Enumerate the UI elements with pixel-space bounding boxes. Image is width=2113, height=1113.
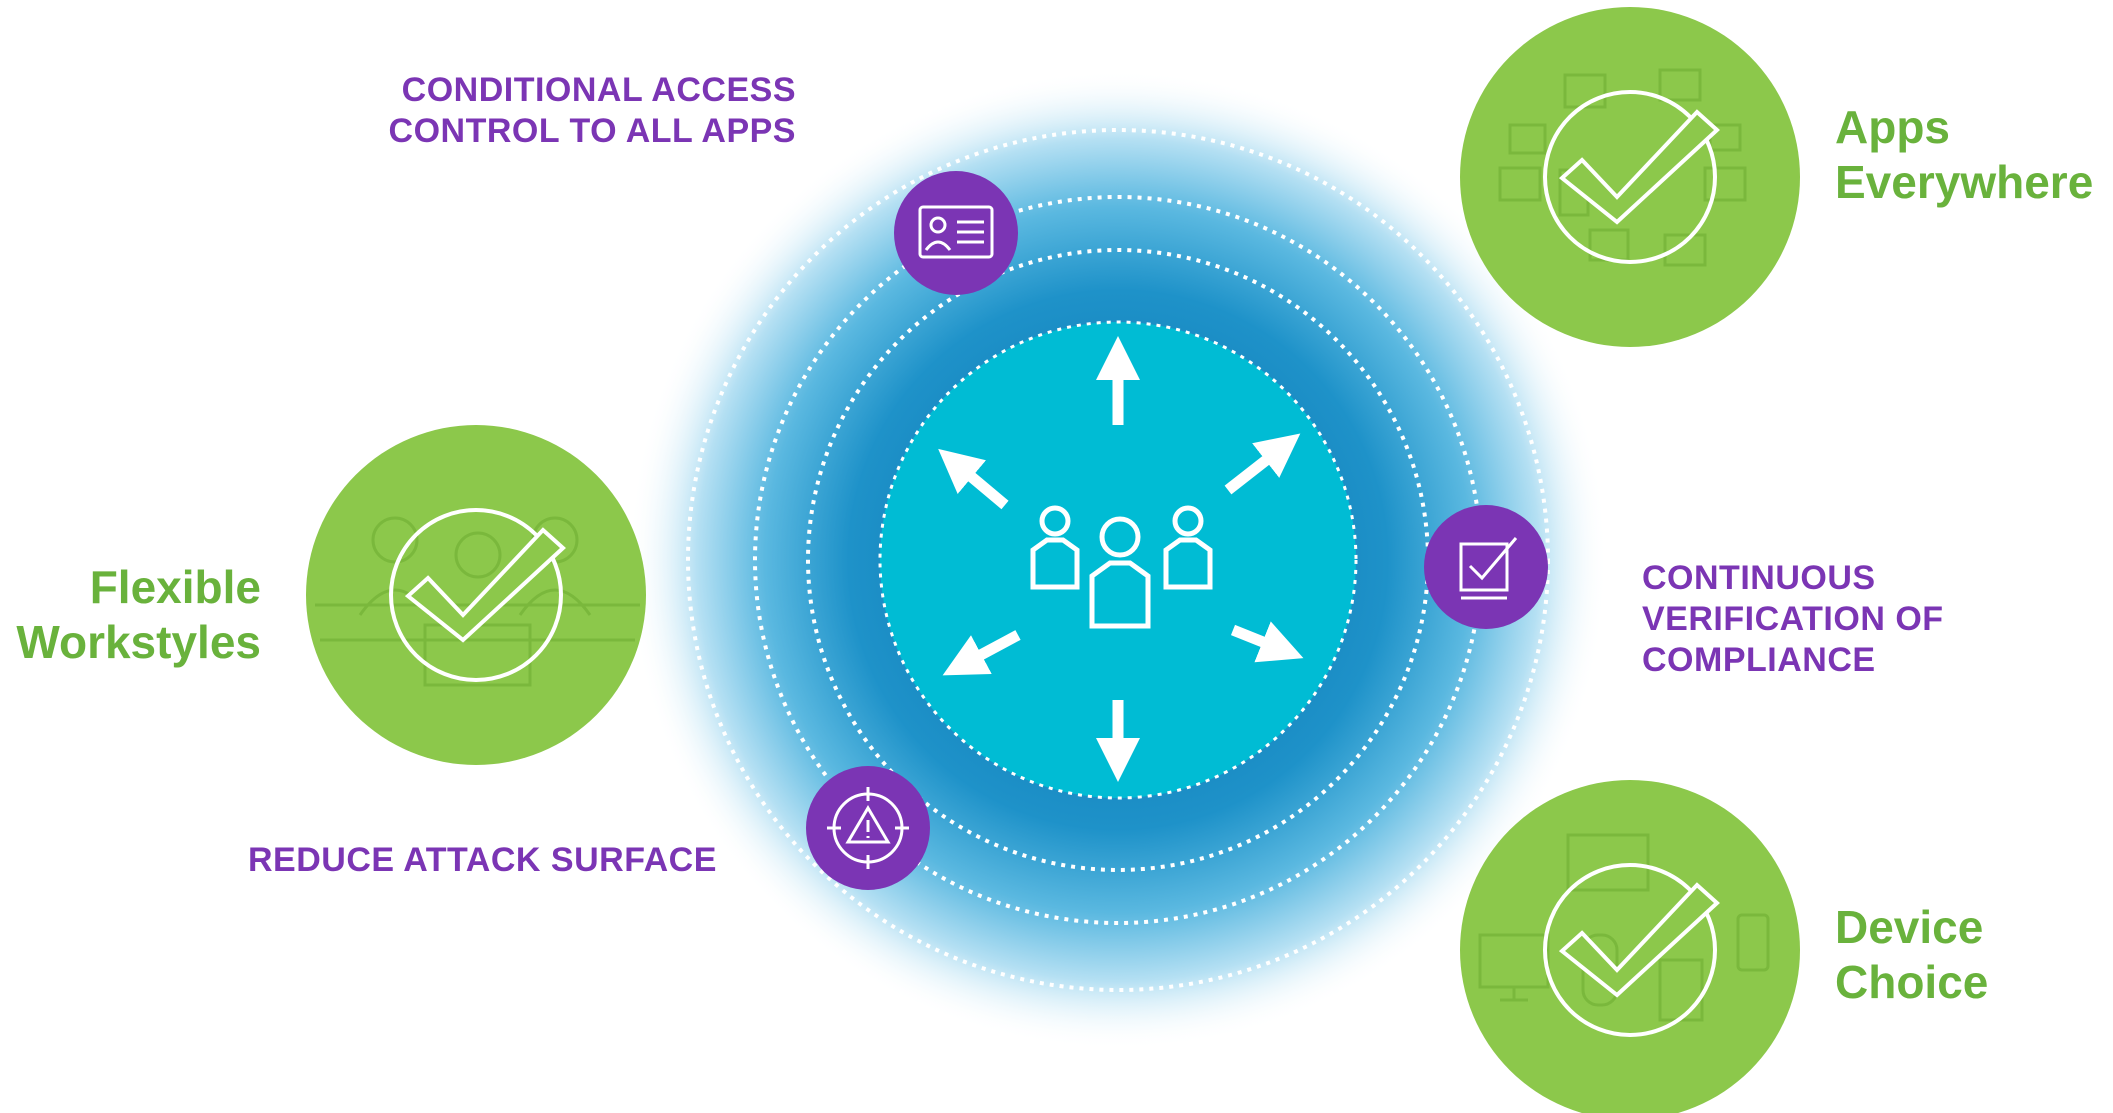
outer-dotted-ring <box>686 128 1550 992</box>
checkbox-icon <box>1459 537 1518 600</box>
conditional-access-label: CONDITIONAL ACCESS CONTROL TO ALL APPS <box>389 70 796 152</box>
checkmark-icon <box>404 527 566 643</box>
arrow-lower-right <box>1230 621 1304 663</box>
device-choice-label: Device Choice <box>1835 900 1988 1010</box>
id-card-badge <box>894 171 1018 295</box>
checkmark-icon <box>1558 882 1720 998</box>
flexible-workstyles-label: Flexible Workstyles <box>16 560 261 670</box>
label-line: Flexible <box>89 561 261 613</box>
arrow-upper-left <box>938 448 1009 510</box>
arrows <box>938 336 1304 782</box>
warning-badge <box>806 766 930 890</box>
core-circle <box>878 320 1358 800</box>
warning-target-icon <box>827 787 909 869</box>
label-line: Device <box>1835 901 1984 953</box>
label-line: Everywhere <box>1835 156 2094 209</box>
flexible-workstyles-circle <box>306 425 646 765</box>
label-line: REDUCE ATTACK SURFACE <box>248 841 717 879</box>
arrow-lower-left <box>942 630 1021 676</box>
arrow-upper-right <box>1224 433 1301 495</box>
apps-everywhere-circle <box>1460 7 1800 347</box>
label-line: Choice <box>1835 956 1989 1009</box>
label-line: Workstyles <box>16 616 261 669</box>
checkmark-icon <box>1558 109 1720 225</box>
check-ring <box>1543 90 1717 264</box>
label-line: COMPLIANCE <box>1642 640 1876 679</box>
users-group-icon <box>1030 505 1213 629</box>
check-ring <box>1543 863 1717 1037</box>
label-line: Apps <box>1835 101 1950 153</box>
continuous-verification-label: CONTINUOUS VERIFICATION OF COMPLIANCE <box>1642 558 1944 680</box>
check-ring <box>389 508 563 682</box>
reduce-attack-surface-label: REDUCE ATTACK SURFACE <box>248 840 717 881</box>
id-card-icon <box>918 205 994 259</box>
label-line: VERIFICATION OF <box>1642 599 1944 638</box>
checkbox-badge <box>1424 505 1548 629</box>
label-line: CONTROL TO ALL APPS <box>388 111 796 150</box>
label-line: CONTINUOUS <box>1642 559 1876 597</box>
device-choice-circle <box>1460 780 1800 1113</box>
label-line: CONDITIONAL ACCESS <box>401 71 796 109</box>
apps-everywhere-label: Apps Everywhere <box>1835 100 2093 210</box>
